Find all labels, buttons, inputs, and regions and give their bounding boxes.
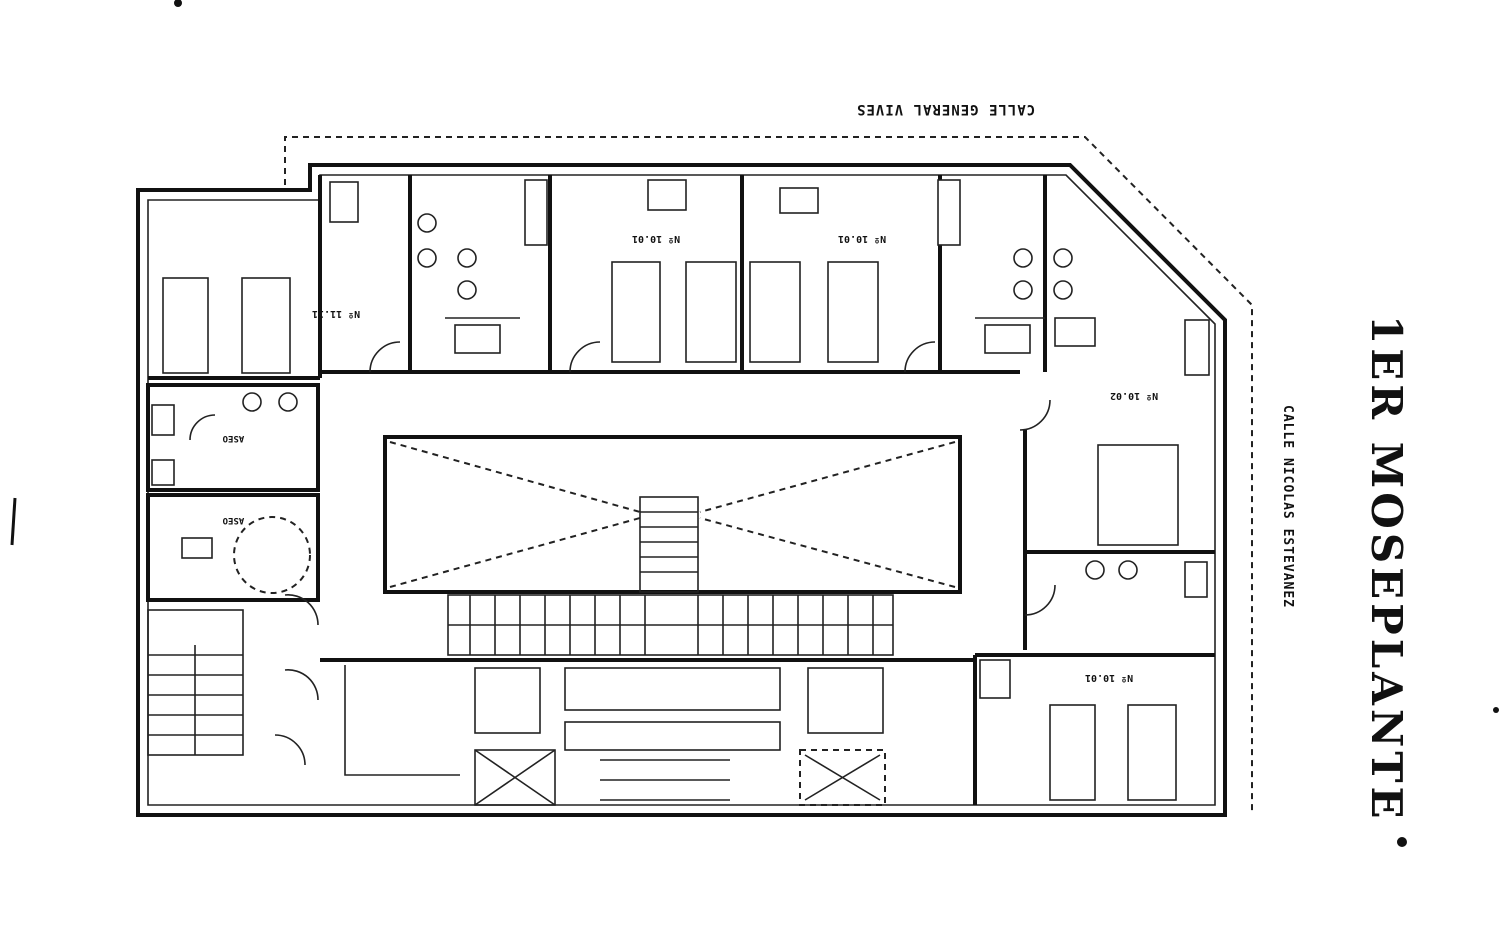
top-room-partitions — [148, 175, 1047, 380]
room-labels: Nº 11.11 Nº 10.01 Nº 10.01 Nº 10.02 Nº 1… — [222, 233, 1158, 683]
left-service-block — [146, 383, 320, 756]
light-well — [383, 435, 962, 594]
room-label-right-bottom: Nº 10.01 — [1085, 672, 1133, 683]
bathroom-fixtures — [329, 179, 1096, 354]
plan-title: 1ER MOSEPLANTE — [1362, 315, 1411, 823]
scan-speck — [1397, 837, 1407, 847]
outer-wall — [136, 163, 1227, 817]
room-label-right-top: Nº 10.02 — [1110, 390, 1158, 401]
room-label-left-top: Nº 11.11 — [312, 308, 360, 319]
beds — [162, 261, 1179, 801]
bottom-center-block — [320, 658, 975, 806]
property-boundary — [284, 136, 1253, 815]
room-label-center-right: Nº 10.01 — [838, 233, 886, 244]
door-swings — [189, 341, 1056, 766]
street-label-top: CALLE GENERAL VIVES — [856, 101, 1035, 117]
scan-mark — [10, 497, 17, 546]
scan-speck — [1493, 707, 1499, 713]
right-room-partitions — [973, 319, 1215, 805]
main-staircase — [447, 594, 894, 656]
room-label-center-left: Nº 10.01 — [632, 233, 680, 244]
room-label-aseo-1: ASEO — [222, 433, 244, 443]
scan-speck — [174, 0, 182, 7]
street-label-right: CALLE NICOLAS ESTEVANEZ — [1280, 405, 1295, 608]
room-label-aseo-2: ASEO — [222, 515, 244, 525]
